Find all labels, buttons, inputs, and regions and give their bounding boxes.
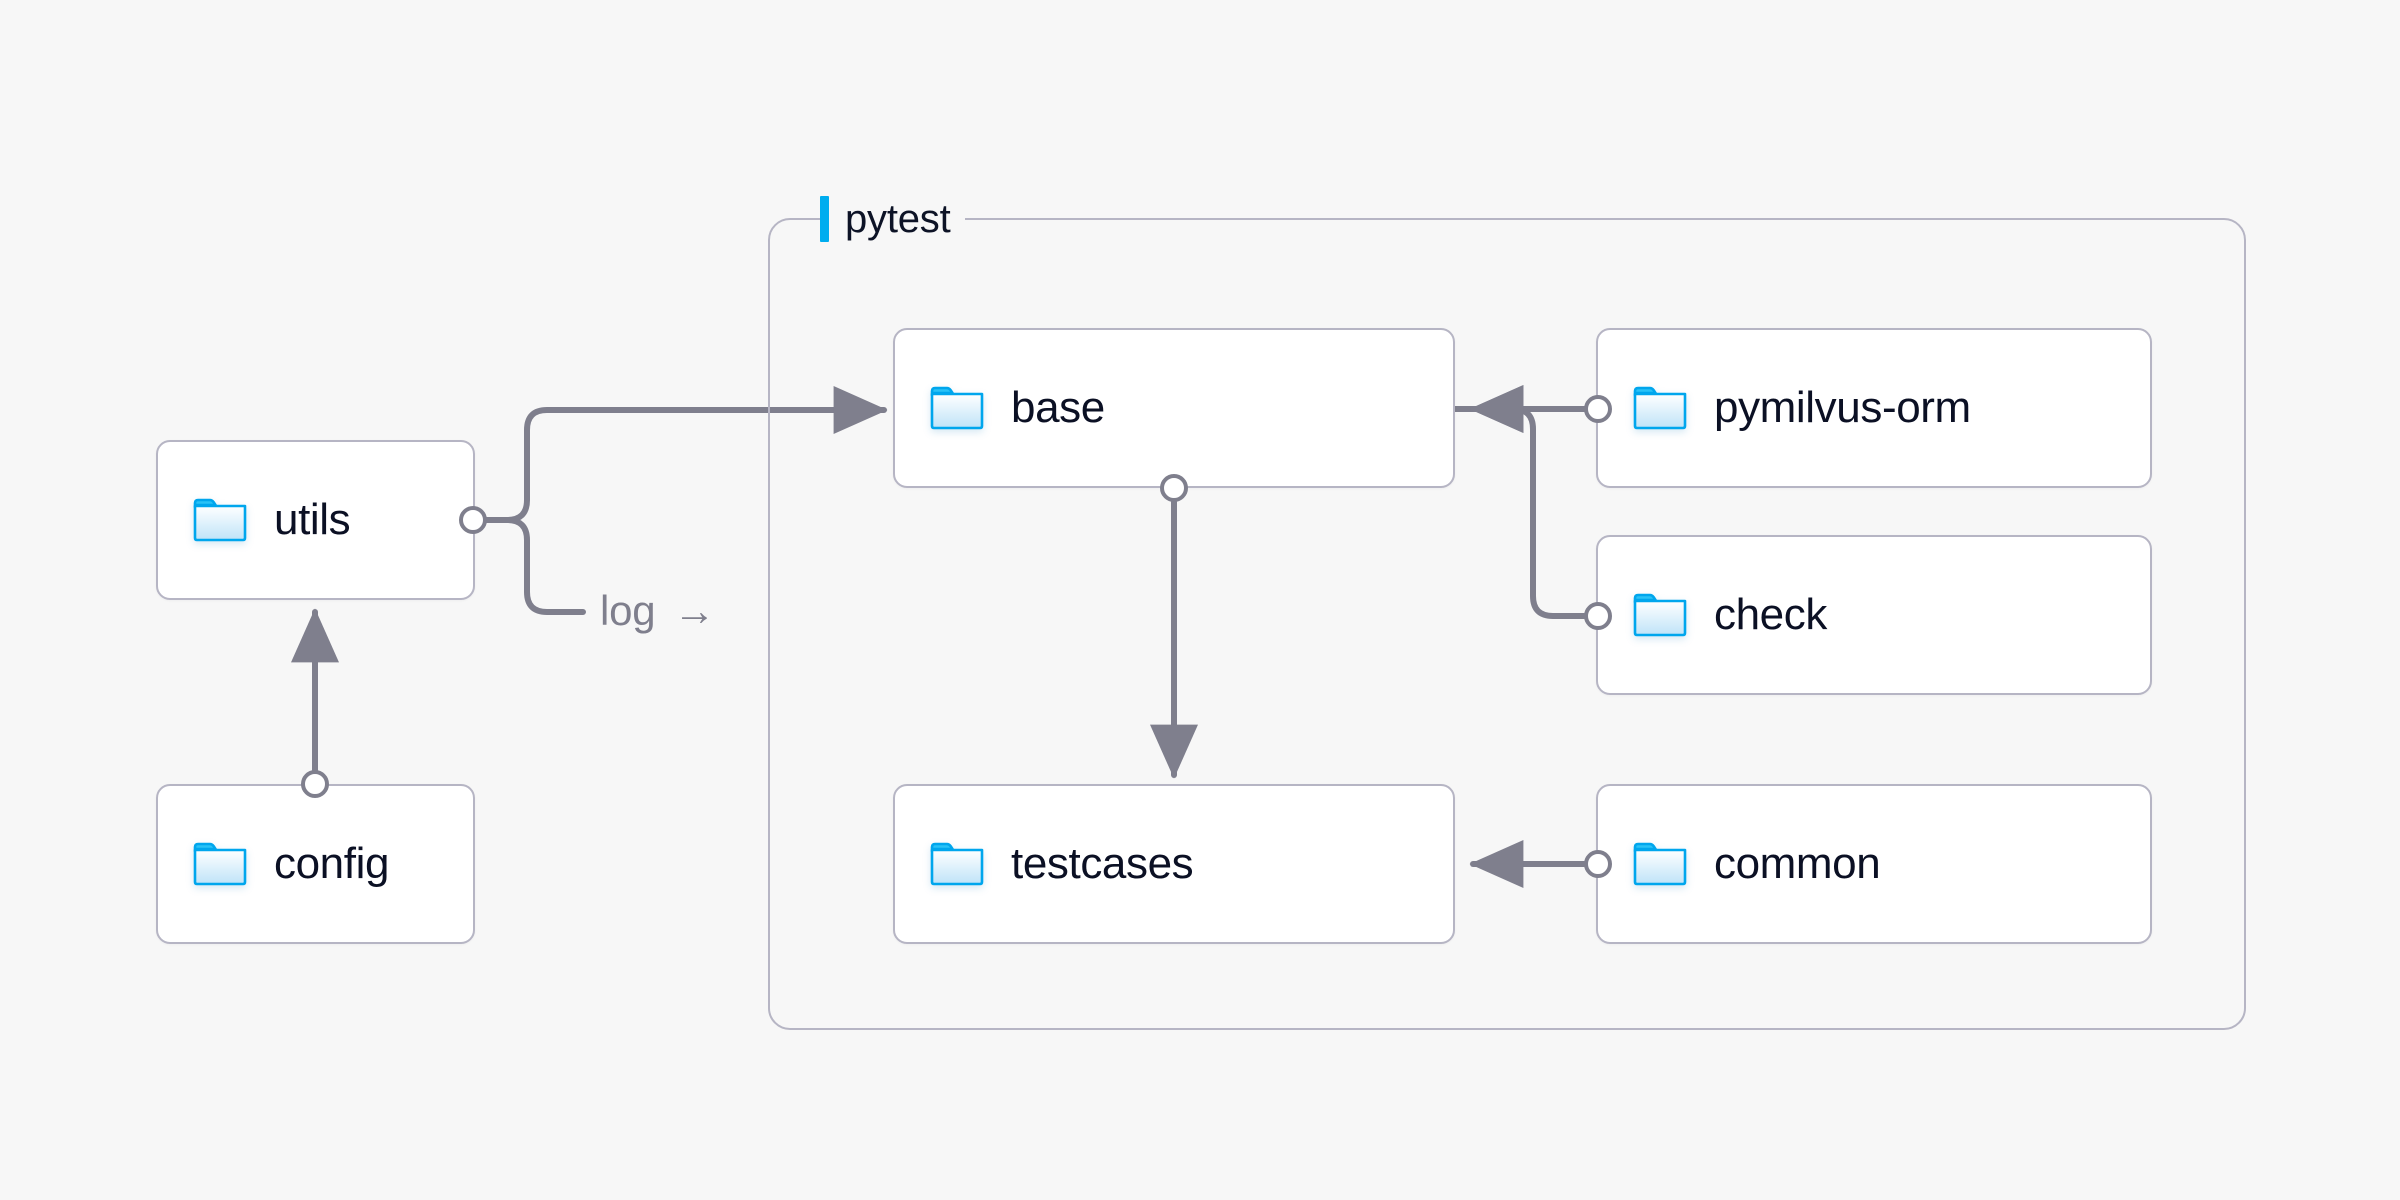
node-common-content: common [1598,839,1881,888]
folder-icon [930,386,984,430]
group-label-text: pytest [845,197,951,241]
node-check[interactable]: check [1596,535,2152,695]
node-utils-label: utils [274,495,351,544]
node-config[interactable]: config [156,784,475,944]
node-utils[interactable]: utils [156,440,475,600]
node-pymilvus-orm-label: pymilvus-orm [1714,383,1971,432]
node-testcases[interactable]: testcases [893,784,1455,944]
accent-bar-icon [820,196,829,242]
node-common[interactable]: common [1596,784,2152,944]
node-check-content: check [1598,592,1827,638]
port-common-left[interactable] [1584,850,1612,878]
arrow-right-icon: → [673,587,716,634]
folder-icon [1633,386,1687,430]
node-common-label: common [1714,839,1881,888]
node-config-label: config [274,839,390,888]
node-base-content: base [895,385,1105,431]
node-pymilvus-orm-content: pymilvus-orm [1598,385,1971,431]
node-config-content: config [158,841,389,887]
folder-icon [1633,842,1687,886]
port-base-bottom[interactable] [1160,474,1188,502]
node-base[interactable]: base [893,328,1455,488]
edge-utils-to-log [484,517,586,615]
log-edge-label-text: log [600,587,656,634]
pytest-group-container[interactable] [768,218,2246,1030]
node-check-label: check [1714,590,1827,639]
port-check-left[interactable] [1584,602,1612,630]
port-utils-right[interactable] [459,506,487,534]
node-utils-content: utils [158,495,351,544]
node-testcases-label: testcases [1011,839,1194,888]
pytest-group-label: pytest [820,192,965,246]
folder-icon [1633,593,1687,637]
port-pymilvus-orm-left[interactable] [1584,395,1612,423]
node-pymilvus-orm[interactable]: pymilvus-orm [1596,328,2152,488]
port-config-top[interactable] [301,770,329,798]
node-base-label: base [1011,383,1105,432]
node-testcases-content: testcases [895,839,1194,888]
folder-icon [193,842,247,886]
log-edge-label: log → [600,590,715,632]
folder-icon [930,842,984,886]
folder-icon [193,498,247,542]
